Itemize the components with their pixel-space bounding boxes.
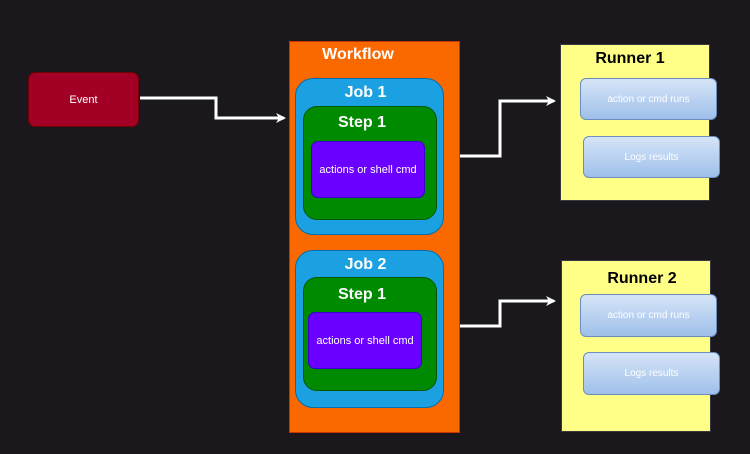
runner-1-action-runs-node[interactable]: action or cmd runs bbox=[580, 78, 717, 120]
runner-2-logs-results-node[interactable]: Logs results bbox=[583, 352, 720, 395]
job-2-step-1-title: Step 1 bbox=[337, 286, 386, 303]
runner-1-title: Runner 1 bbox=[595, 50, 665, 67]
job-2-action-node[interactable]: actions or shell cmd bbox=[308, 312, 422, 369]
runner-2-container[interactable] bbox=[561, 260, 711, 432]
runner-2-title: Runner 2 bbox=[607, 270, 677, 287]
job-1-title: Job 1 bbox=[344, 84, 387, 101]
event-node[interactable]: Event bbox=[28, 72, 139, 127]
job-1-step-1-title: Step 1 bbox=[337, 114, 386, 131]
job-1-action-label: actions or shell cmd bbox=[319, 163, 417, 176]
event-to-workflow-connector bbox=[140, 96, 286, 123]
job-2-title: Job 2 bbox=[344, 256, 387, 273]
runner-2-action-runs-node[interactable]: action or cmd runs bbox=[580, 294, 717, 337]
job-1-action-node[interactable]: actions or shell cmd bbox=[311, 141, 425, 198]
job1-to-runner1-connector bbox=[444, 96, 556, 158]
runner-1-logs-results-node[interactable]: Logs results bbox=[583, 136, 720, 178]
job-2-action-label: actions or shell cmd bbox=[316, 334, 414, 347]
workflow-title: Workflow bbox=[322, 46, 394, 63]
runner-1-action-runs-label: action or cmd runs bbox=[607, 93, 690, 105]
runner-1-logs-results-label: Logs results bbox=[624, 151, 679, 163]
event-label: Event bbox=[69, 93, 98, 106]
job2-to-runner2-connector bbox=[444, 296, 556, 328]
runner-2-action-runs-label: action or cmd runs bbox=[607, 310, 690, 321]
runner-2-logs-results-label: Logs results bbox=[624, 368, 679, 379]
